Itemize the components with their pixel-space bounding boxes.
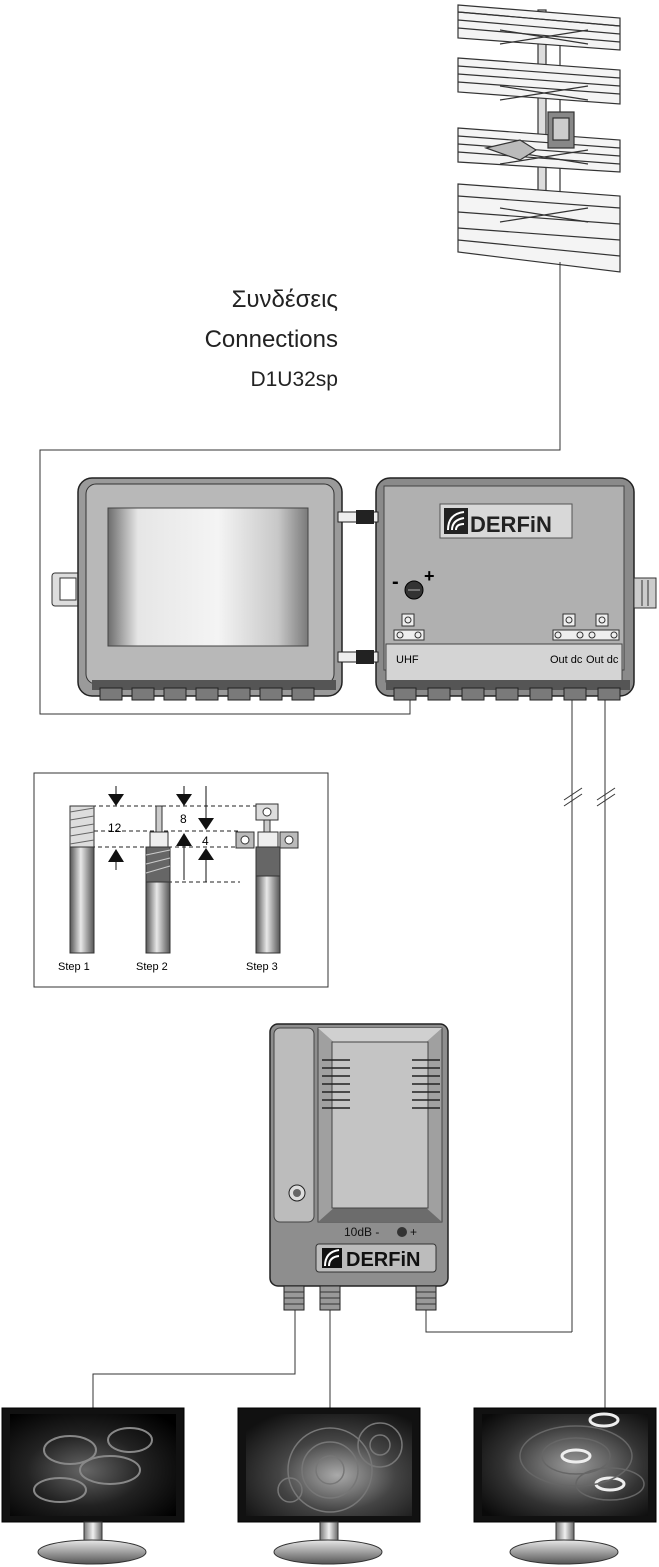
f-connector [99, 687, 123, 701]
f-connector [563, 687, 587, 701]
tv-monitor-icon [237, 1407, 421, 1565]
dimension-4: 4 [202, 834, 209, 848]
connection-cables [39, 262, 616, 1410]
title-model: D1U32sp [250, 368, 338, 391]
yagi-antenna-icon [457, 4, 621, 273]
out-dc-port-label-2: Out dc [586, 654, 619, 666]
f-connector [195, 687, 219, 701]
tv-monitor-icon [1, 1407, 185, 1565]
gain-minus-label: - [392, 571, 399, 593]
psu-gain-label: 10dB - [344, 1225, 379, 1239]
f-connector [163, 687, 187, 701]
out-dc-port-label-1: Out dc [550, 654, 583, 666]
f-connector [427, 687, 451, 701]
amplifier-enclosure-icon [51, 477, 657, 697]
psu-gain-plus: + [410, 1225, 417, 1239]
step-1-label: Step 1 [58, 961, 90, 973]
f-connector [131, 687, 155, 701]
title-greek: Συνδέσεις [231, 286, 338, 313]
f-connector [291, 687, 315, 701]
tv-monitor-icon [473, 1407, 657, 1565]
dimension-12: 12 [108, 821, 122, 835]
psu-brand: DERFiN [346, 1249, 420, 1271]
f-connector [529, 687, 553, 701]
dimension-8: 8 [180, 812, 187, 826]
gain-plus-label: + [424, 566, 435, 586]
f-connector [259, 687, 283, 701]
f-connector [227, 687, 251, 701]
f-connector [495, 687, 519, 701]
f-connector-row [99, 687, 621, 701]
f-connector [393, 687, 417, 701]
title-english: Connections [204, 326, 338, 353]
f-connector [461, 687, 485, 701]
step-3-label: Step 3 [246, 961, 278, 973]
step-2-label: Step 2 [136, 961, 168, 973]
power-supply-icon [269, 1023, 449, 1311]
cable-stripping-diagram [33, 772, 329, 988]
f-connector [597, 687, 621, 701]
amplifier-brand: DERFiN [470, 512, 552, 537]
uhf-port-label: UHF [396, 654, 419, 666]
